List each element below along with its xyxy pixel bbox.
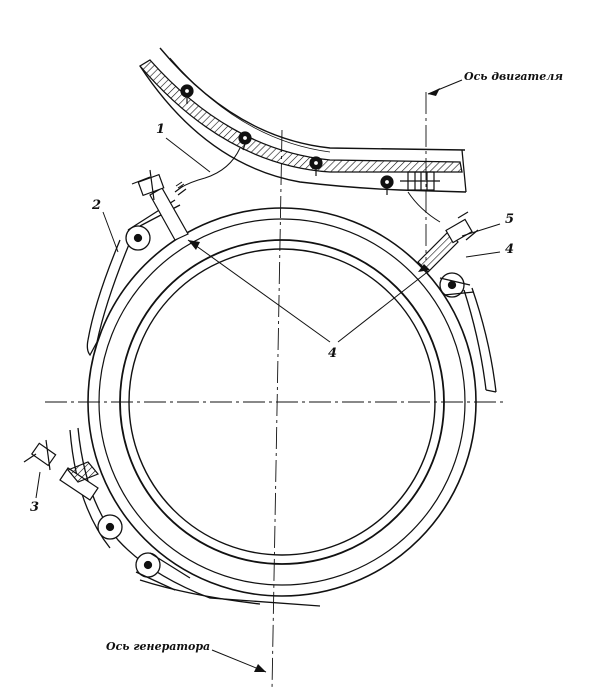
generator-body xyxy=(87,207,477,597)
bolt-2 xyxy=(238,131,252,151)
outer-band-outer xyxy=(87,207,477,597)
roller-bottom-left-upper xyxy=(97,514,123,540)
callout-2: 2 xyxy=(92,198,102,213)
generator-vertical-axis xyxy=(271,129,283,691)
leader-arrowheads xyxy=(188,88,440,672)
callout-5: 5 xyxy=(505,212,515,227)
wire-link-right xyxy=(407,191,441,223)
callout-3: 3 xyxy=(30,500,40,515)
bolt-1 xyxy=(180,84,194,104)
stator-ring-outer xyxy=(119,239,445,565)
leader-3 xyxy=(35,471,41,499)
stator-ring-inner xyxy=(128,248,436,556)
bolt-4 xyxy=(380,175,394,195)
generator-axis-label: Ось генератора xyxy=(106,640,211,653)
tensioner-top-left xyxy=(131,169,189,241)
engine-axis-label: Ось двигателя xyxy=(464,70,563,83)
leader-4a xyxy=(187,239,331,343)
engine-housing-arc xyxy=(139,47,467,193)
leader-4c xyxy=(465,251,501,258)
strap-right xyxy=(463,287,497,393)
leader-4b xyxy=(337,269,431,343)
leader-5 xyxy=(461,223,501,237)
center-lines xyxy=(45,92,505,691)
tensioner-right xyxy=(417,211,479,273)
outer-band-inner xyxy=(98,218,466,586)
leader-2 xyxy=(102,211,119,253)
leader-lines xyxy=(35,79,501,673)
bolt-3 xyxy=(309,156,323,176)
roller-right xyxy=(439,272,475,298)
tensioner-bottom-left xyxy=(23,439,99,501)
strap-left xyxy=(86,239,131,357)
flange-block xyxy=(400,171,440,191)
callout-4-right: 4 xyxy=(505,242,515,257)
leader-1 xyxy=(165,137,211,173)
callout-1: 1 xyxy=(156,122,166,137)
housing-bolts xyxy=(180,84,394,195)
callout-4-center: 4 xyxy=(328,346,338,361)
wire-link-left xyxy=(175,147,241,189)
roller-bottom-left-lower xyxy=(135,552,191,591)
